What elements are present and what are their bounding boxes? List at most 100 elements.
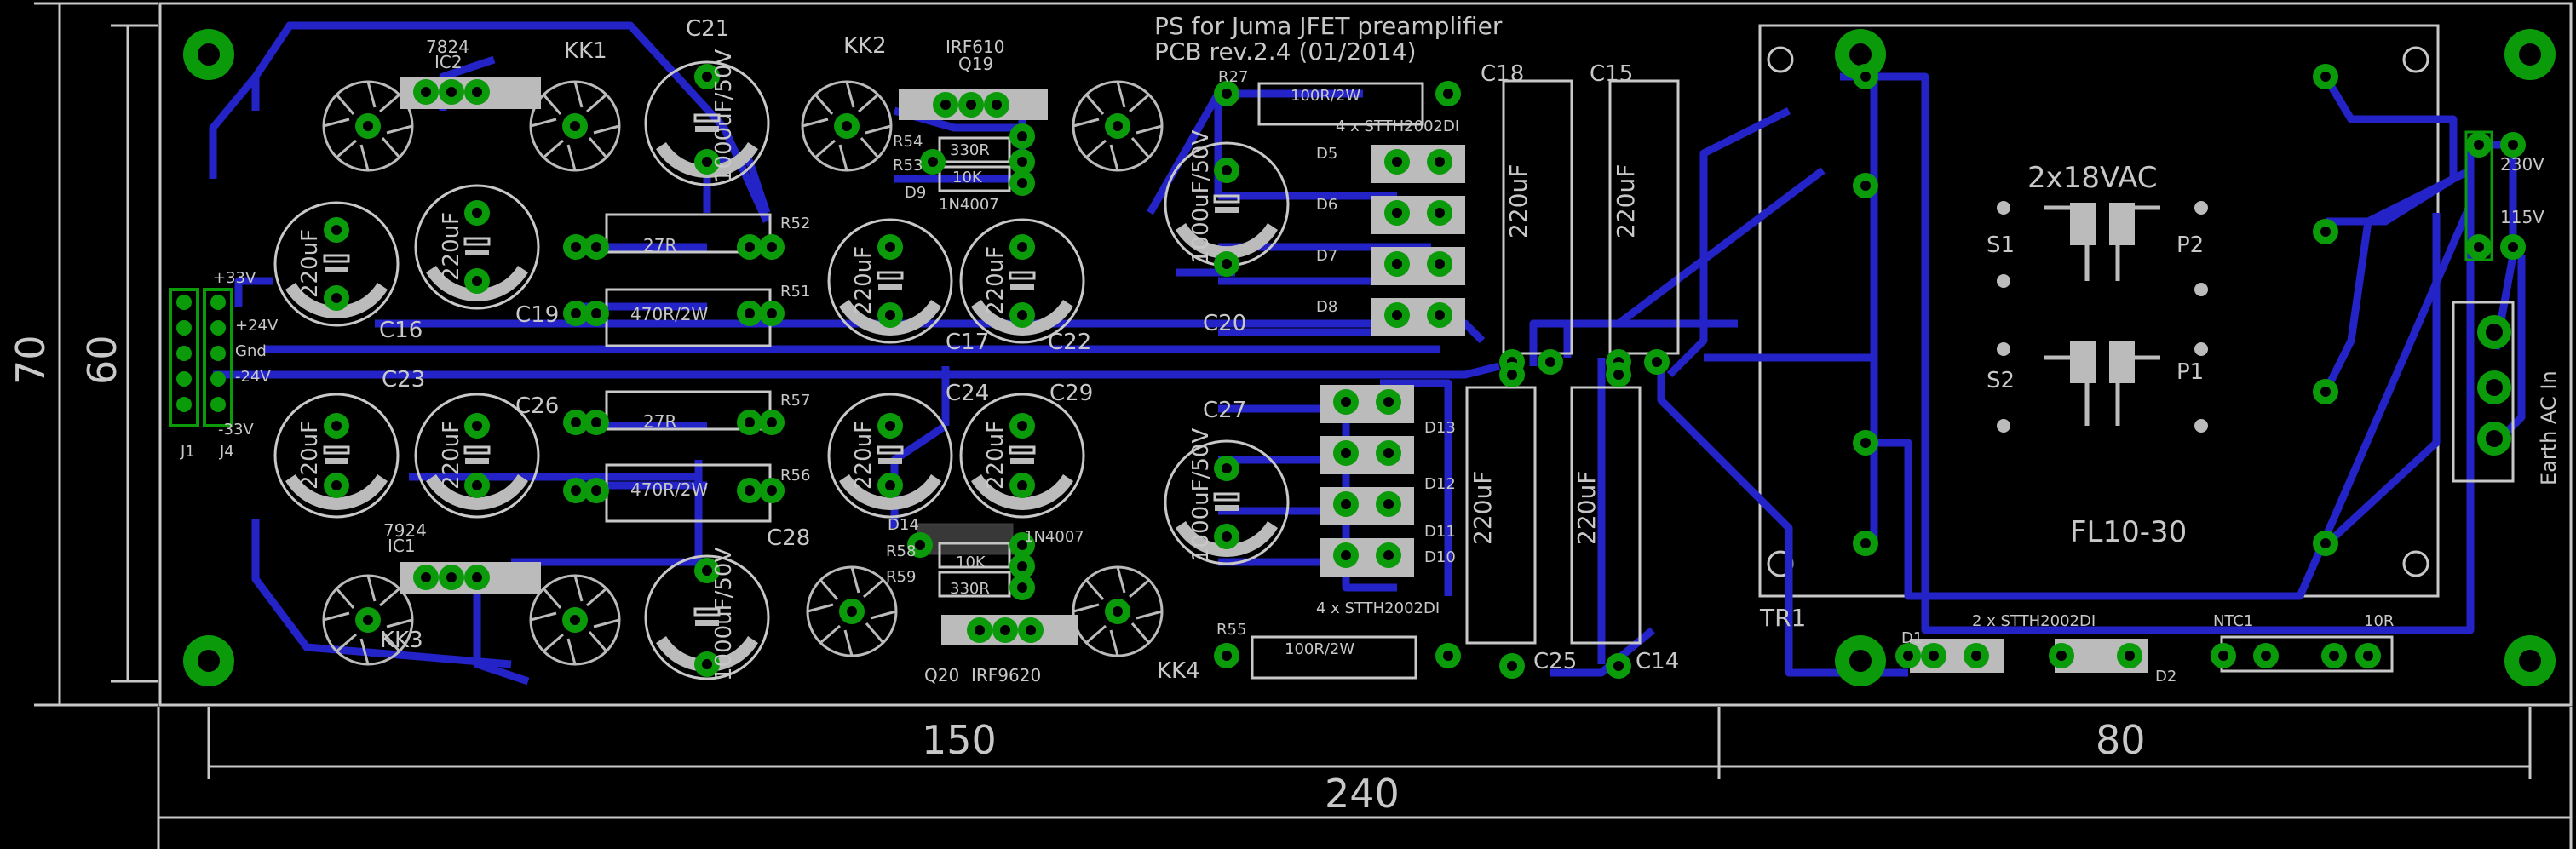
connector-j1-j4: [169, 288, 233, 427]
c20-value: 1000uF/50V: [1188, 130, 1214, 264]
d6-label: D6: [1316, 196, 1337, 214]
c22-label: C22: [1048, 330, 1091, 355]
r59-value: 330R: [950, 580, 990, 598]
c14-label: C14: [1636, 649, 1679, 674]
d9-part-label: 1N4007: [939, 196, 999, 214]
stth-pair-label: 2 x STTH2002DI: [1972, 612, 2096, 630]
c24-value: 220uF: [851, 421, 877, 490]
d8-label: D8: [1316, 298, 1337, 316]
c24-label: C24: [946, 381, 989, 406]
d5-label: D5: [1316, 145, 1337, 163]
c22-value: 220uF: [983, 246, 1009, 315]
c25-value: 220uF: [1469, 471, 1497, 545]
kk2-label: KK2: [843, 33, 887, 59]
p33-label: +33V: [213, 269, 256, 287]
kk1-label: KK1: [564, 38, 607, 64]
c16-label: C16: [379, 318, 423, 343]
kk3-label: KK3: [380, 628, 423, 653]
bulk-capacitors: [1465, 79, 1680, 645]
m33-label: -33V: [218, 421, 254, 439]
r51-value: 470R/2W: [630, 304, 709, 324]
d11-label: D11: [1424, 523, 1456, 541]
r27-label: R27: [1218, 68, 1248, 86]
r58-label: R58: [886, 542, 916, 560]
ac-input-terminal: [2452, 130, 2515, 483]
r59-label: R59: [886, 568, 916, 586]
resistor-outlines: [605, 82, 2394, 680]
c21-label: C21: [686, 16, 729, 42]
c28-value: 1000uF/50V: [711, 548, 737, 681]
c23-value: 220uF: [297, 421, 323, 490]
r58-value: 10K: [956, 554, 986, 571]
d14-part-label: 1N4007: [1024, 528, 1084, 546]
r56-value: 470R/2W: [630, 479, 709, 500]
s1-label: S1: [1987, 232, 2015, 258]
c15-label: C15: [1590, 61, 1633, 87]
c25-label: C25: [1533, 649, 1577, 674]
r54-label: R54: [893, 133, 923, 151]
transformer-model: FL10-30: [2070, 515, 2187, 549]
c23-label: C23: [382, 367, 425, 393]
board-outline: [158, 2, 2573, 707]
d10-label: D10: [1424, 548, 1456, 566]
dimension-labels: 70 60 150 80 240: [8, 335, 2146, 817]
c17-label: C17: [946, 330, 989, 355]
d9-label: D9: [905, 184, 926, 202]
c19-value: 220uF: [439, 212, 464, 281]
q19-part-label: IRF610: [946, 37, 1004, 57]
d2-label: D2: [2155, 668, 2176, 686]
c27-value: 1000uF/50V: [1188, 428, 1214, 562]
c29-value: 220uF: [983, 421, 1009, 490]
v230-label: 230V: [2500, 154, 2544, 175]
title-line-2: PCB rev.2.4 (01/2014): [1154, 37, 1417, 66]
d1-label: D1: [1901, 629, 1923, 647]
q19-label: Q19: [958, 54, 993, 74]
r54-value: 330R: [950, 141, 990, 159]
dim-width-right: 80: [2096, 717, 2146, 763]
ic2-part-label: 7824: [426, 37, 469, 57]
stth-bottom-label: 4 x STTH2002DI: [1316, 599, 1440, 617]
c17-value: 220uF: [851, 246, 877, 315]
dim-height-inner: 60: [79, 335, 125, 385]
dim-width-left: 150: [922, 717, 997, 763]
s2-label: S2: [1987, 368, 2015, 393]
q20-label: Q20: [924, 665, 959, 686]
d12-label: D12: [1424, 475, 1456, 493]
r53-label: R53: [893, 157, 923, 175]
r27-value: 100R/2W: [1291, 87, 1360, 105]
j1-label: J1: [180, 443, 195, 461]
earth-ac-label: Earth AC In: [2537, 370, 2561, 485]
tr1-label: TR1: [1759, 604, 1806, 632]
r51-label: R51: [780, 283, 810, 301]
p24-label: +24V: [235, 317, 279, 335]
silkscreen-labels: PS for Juma JFET preamplifier PCB rev.2.…: [180, 12, 2561, 686]
d7-label: D7: [1316, 247, 1337, 265]
p1-label: P1: [2176, 359, 2204, 385]
c26-value: 220uF: [439, 421, 464, 490]
rectifier-diodes: [1320, 145, 2148, 673]
r10-label: 10R: [2364, 612, 2394, 630]
gnd-label: Gnd: [235, 342, 267, 360]
dimension-lines: [34, 2, 2573, 849]
c19-label: C19: [515, 302, 559, 328]
ic1-part-label: 7924: [383, 520, 427, 541]
dim-height-outer: 70: [8, 335, 54, 385]
r52-value: 27R: [643, 235, 676, 255]
r56-label: R56: [780, 467, 810, 485]
c16-value: 220uF: [297, 229, 323, 298]
r57-value: 27R: [643, 411, 676, 432]
ic1-label: IC1: [388, 536, 416, 556]
transformer-voltage: 2x18VAC: [2027, 161, 2158, 195]
stth-top-label: 4 x STTH2002DI: [1336, 118, 1459, 135]
c20-label: C20: [1203, 311, 1246, 336]
c14-value: 220uF: [1573, 471, 1601, 545]
c29-label: C29: [1049, 381, 1093, 406]
d14-label: D14: [888, 516, 919, 534]
d13-label: D13: [1424, 419, 1456, 437]
j4-label: J4: [219, 443, 234, 461]
dim-width-total: 240: [1325, 771, 1400, 817]
v115-label: 115V: [2500, 207, 2544, 227]
ic2-label: IC2: [434, 52, 463, 72]
ntc1-label: NTC1: [2213, 612, 2253, 630]
m24-label: -24V: [235, 368, 271, 386]
